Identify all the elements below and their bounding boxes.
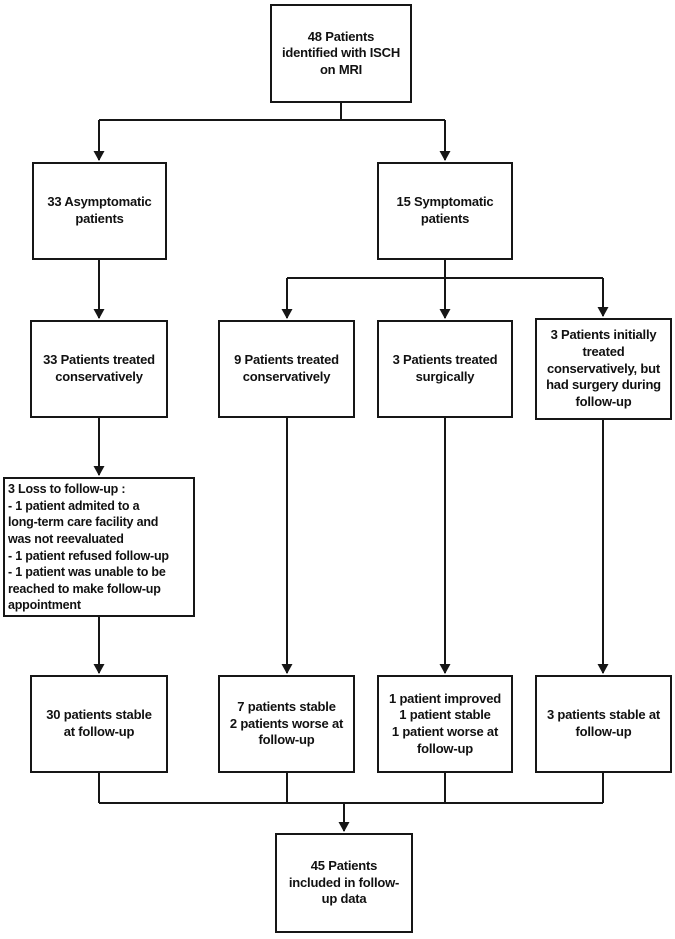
- node-symptomatic-surgical: 3 Patients treated surgically: [377, 320, 513, 418]
- node-outcome-crossover: 3 patients stable at follow-up: [535, 675, 672, 773]
- node-symptomatic-patients: 15 Symptomatic patients: [377, 162, 513, 260]
- node-crossover-surgery: 3 Patients initially treated conservativ…: [535, 318, 672, 420]
- node-outcome-asymptomatic: 30 patients stable at follow-up: [30, 675, 168, 773]
- node-outcome-conservative: 7 patients stable 2 patients worse at fo…: [218, 675, 355, 773]
- node-outcome-surgical: 1 patient improved 1 patient stable 1 pa…: [377, 675, 513, 773]
- node-asymptomatic-patients: 33 Asymptomatic patients: [32, 162, 167, 260]
- node-asymptomatic-conservative: 33 Patients treated conservatively: [30, 320, 168, 418]
- node-identified-patients: 48 Patients identified with ISCH on MRI: [270, 4, 412, 103]
- node-included-followup: 45 Patients included in follow- up data: [275, 833, 413, 933]
- node-loss-to-followup: 3 Loss to follow-up : - 1 patient admite…: [3, 477, 195, 617]
- node-symptomatic-conservative: 9 Patients treated conservatively: [218, 320, 355, 418]
